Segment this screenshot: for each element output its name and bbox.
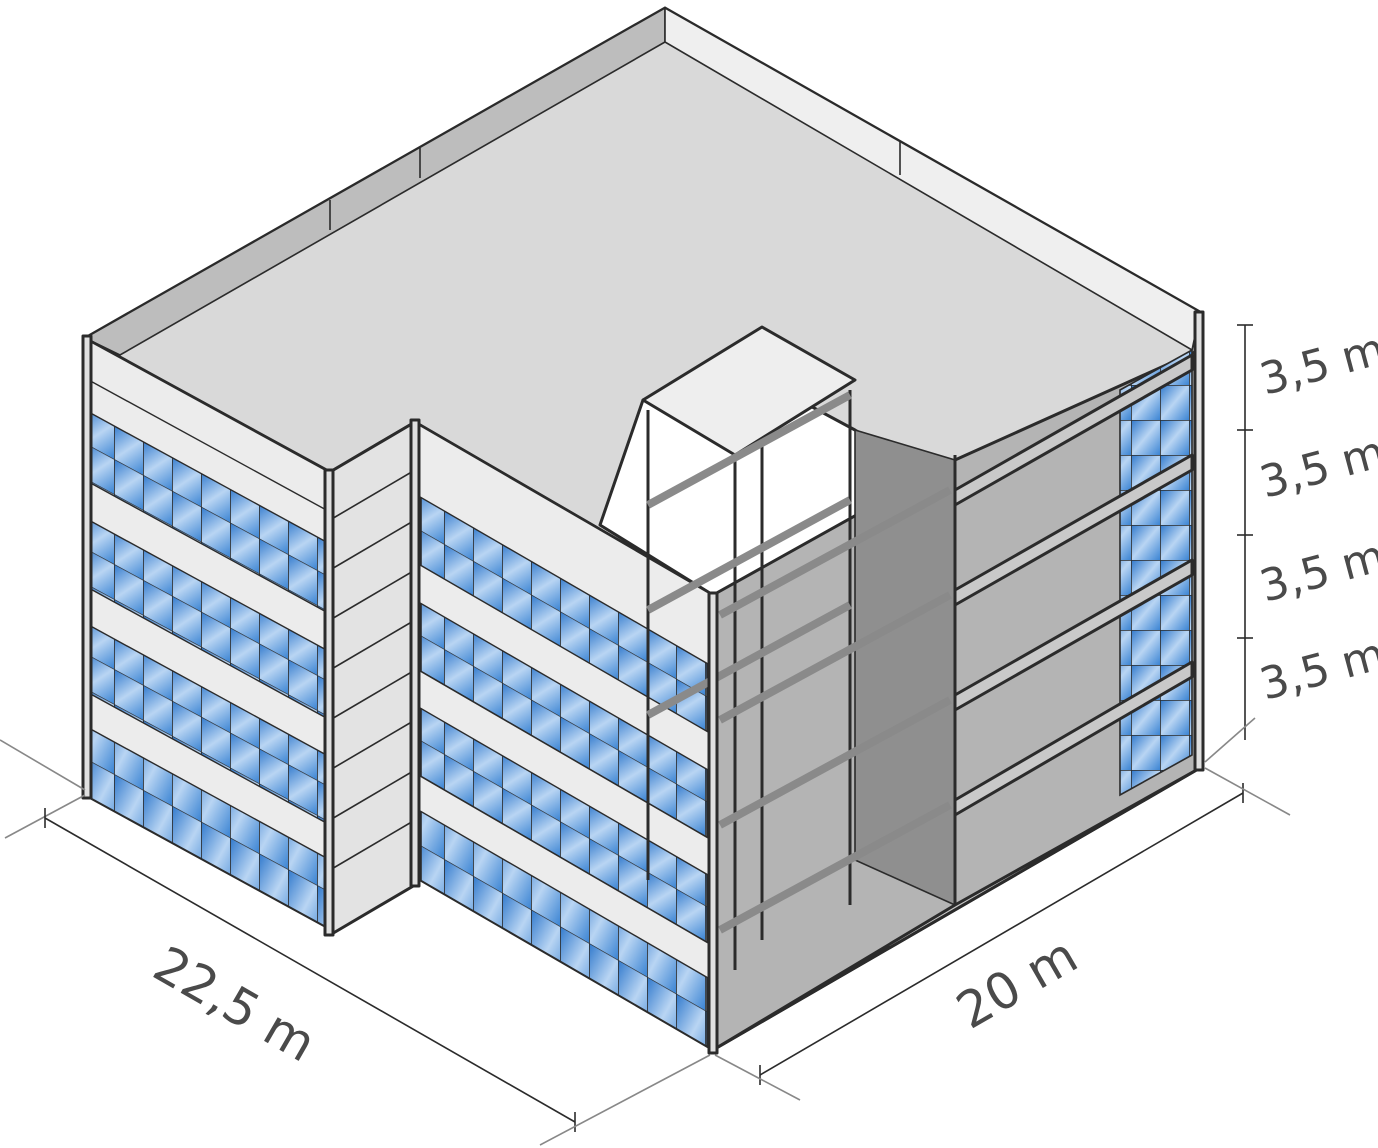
dimension-lines — [0, 324, 1291, 1146]
corner-posts — [81, 310, 1205, 1055]
roof — [83, 6, 1202, 597]
front-facade — [413, 420, 715, 1052]
floor-height-label: 3,5 m — [1255, 531, 1378, 613]
floor-height-label: 3,5 m — [1255, 427, 1378, 509]
depth-label: 20 m — [947, 926, 1087, 1040]
interior-floors — [711, 312, 1202, 1052]
floor-height-label: 3,5 m — [1255, 629, 1378, 711]
width-label: 22,5 m — [144, 935, 325, 1073]
stair-tower — [641, 325, 952, 970]
floor-height-label: 3,5 m — [1255, 324, 1378, 406]
side-wall — [328, 420, 417, 937]
